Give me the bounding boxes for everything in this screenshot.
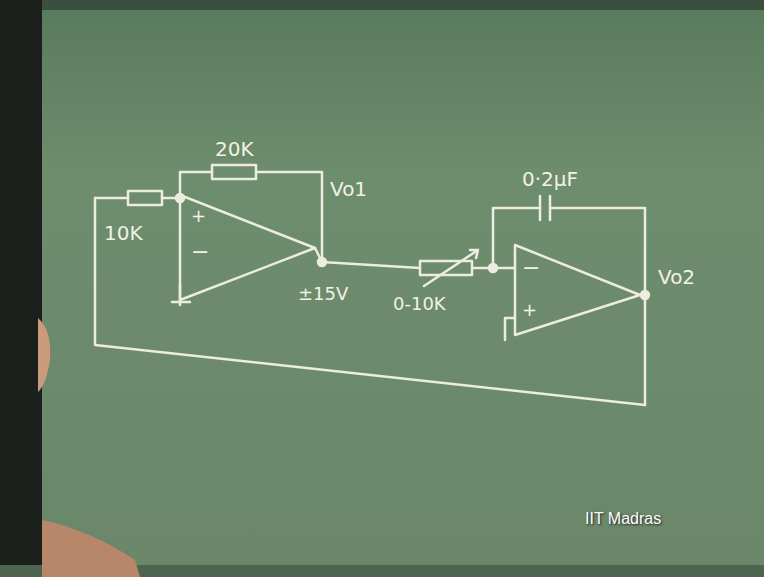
input-sign: −: [522, 256, 540, 280]
input-sign: +: [191, 206, 206, 226]
value-label: 10K: [104, 222, 143, 244]
value-label: 0·2μF: [522, 168, 578, 190]
signal-name: Vo2: [658, 266, 695, 288]
supply-label: ±15V: [298, 284, 348, 304]
input-sign: −: [191, 240, 209, 264]
signal-name: Vo1: [330, 178, 367, 200]
input-sign: +: [522, 300, 537, 320]
value-label: 20K: [215, 138, 254, 160]
value-label: 0-10K: [393, 294, 446, 314]
watermark: IIT Madras: [585, 510, 661, 528]
